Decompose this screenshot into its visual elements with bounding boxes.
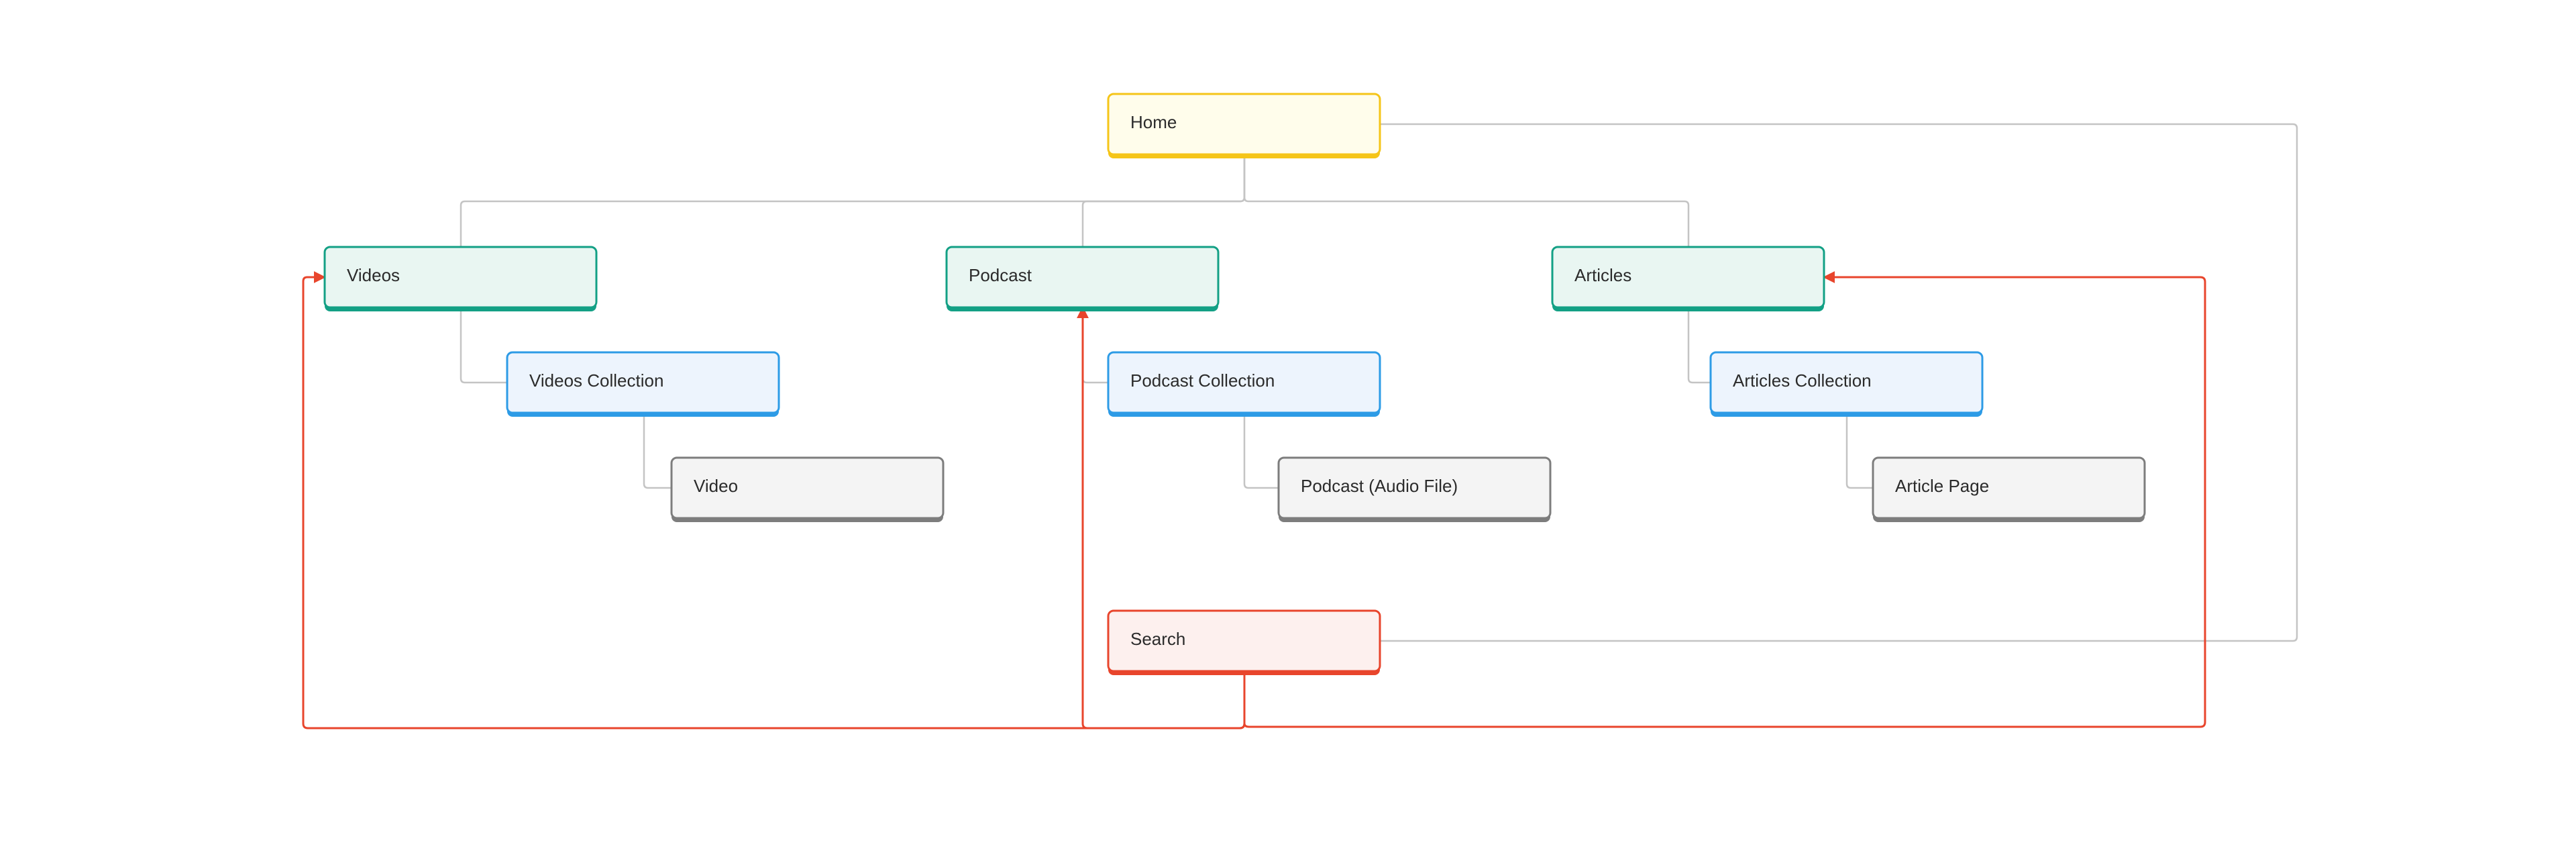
edge-articles-to-articles-collection	[1687, 307, 1711, 384]
node-label: Articles Collection	[1733, 370, 1872, 391]
node-article-page[interactable]: Article Page	[1872, 456, 2146, 522]
node-label: Podcast	[969, 265, 1032, 285]
edge-articles-collection-to-article-page	[1845, 413, 1873, 489]
node-podcast[interactable]: Podcast	[945, 246, 1220, 311]
node-box	[506, 351, 780, 414]
node-box	[1107, 351, 1381, 414]
node-podcast-collection[interactable]: Podcast Collection	[1107, 351, 1381, 417]
edge-search-to-articles	[1243, 271, 2206, 728]
node-box	[670, 456, 945, 519]
edge-podcast-collection-to-podcast-audio	[1243, 413, 1279, 489]
node-podcast-audio[interactable]: Podcast (Audio File)	[1277, 456, 1552, 522]
edge-videos-collection-to-video	[643, 413, 672, 489]
node-label: Podcast Collection	[1130, 370, 1275, 391]
node-video[interactable]: Video	[670, 456, 945, 522]
connectors	[302, 123, 2298, 730]
node-articles-collection[interactable]: Articles Collection	[1709, 351, 1984, 417]
node-articles[interactable]: Articles	[1551, 246, 1825, 311]
node-box	[1107, 609, 1381, 672]
edge-videos-to-videos-collection	[460, 307, 507, 384]
edge-home-to-podcast	[1081, 154, 1246, 247]
node-videos-collection[interactable]: Videos Collection	[506, 351, 780, 417]
node-label: Article Page	[1895, 476, 1989, 496]
node-label: Video	[694, 476, 738, 496]
node-label: Articles	[1574, 265, 1631, 285]
node-videos[interactable]: Videos	[323, 246, 598, 311]
node-label: Videos Collection	[529, 370, 663, 391]
edge-podcast-to-podcast-collection	[1081, 307, 1108, 384]
edge-home-to-articles	[1243, 154, 1690, 247]
node-label: Podcast (Audio File)	[1301, 476, 1458, 496]
edge-home-to-search	[1380, 123, 2298, 642]
node-box	[1107, 93, 1381, 156]
node-label: Videos	[347, 265, 400, 285]
node-box	[1277, 456, 1552, 519]
node-box	[1551, 246, 1825, 309]
node-label: Search	[1130, 629, 1185, 649]
node-box	[1872, 456, 2146, 519]
node-label: Home	[1130, 112, 1177, 132]
node-search[interactable]: Search	[1107, 609, 1381, 675]
node-box	[323, 246, 598, 309]
node-home[interactable]: Home	[1107, 93, 1381, 158]
node-box	[1709, 351, 1984, 414]
node-box	[945, 246, 1220, 309]
